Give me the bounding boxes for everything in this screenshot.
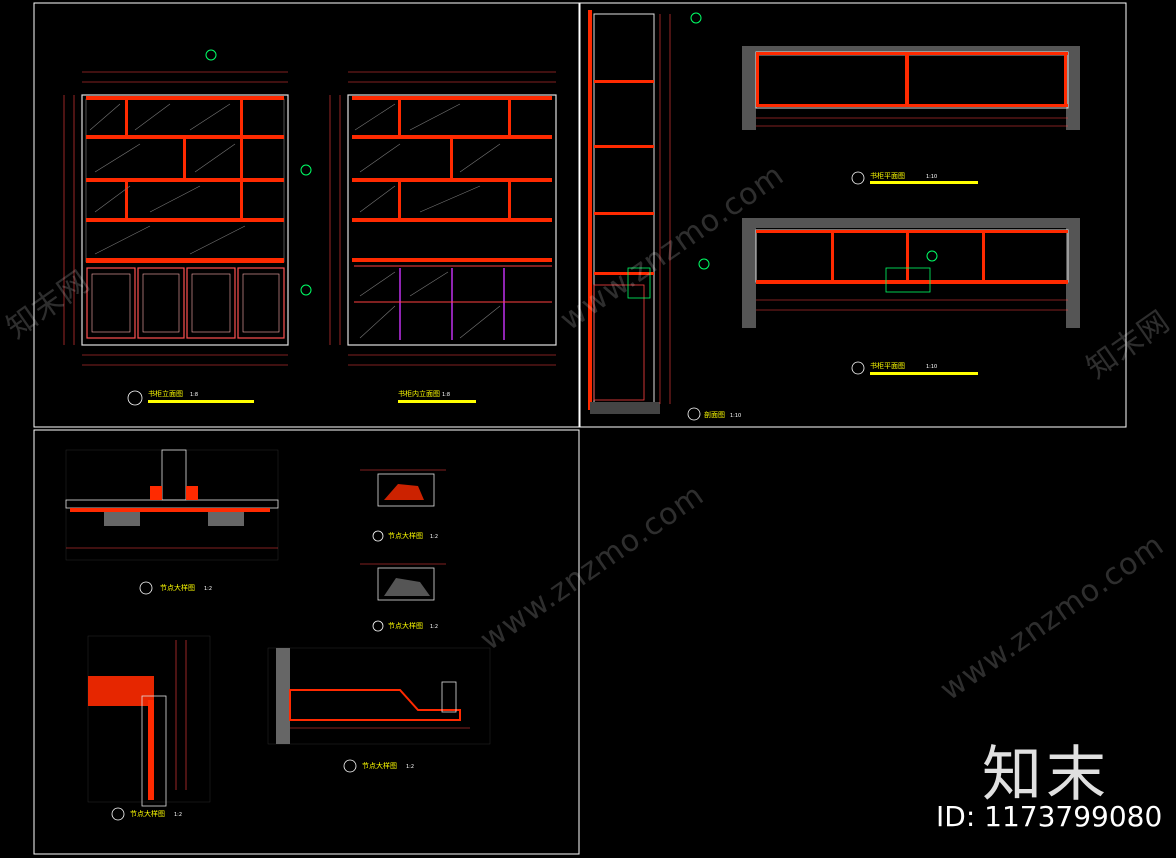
bottom-plan-title-block: 书柜平面图 1:10 xyxy=(851,361,978,375)
front-elevation-title-block: 书柜立面图 1:8 xyxy=(127,389,254,406)
section-view xyxy=(588,10,710,414)
node-detail-4 xyxy=(87,635,211,807)
node-detail-3-title-block: 节点大样图 1:2 xyxy=(372,620,438,632)
inner-elevation-scale: 1:8 xyxy=(442,392,450,398)
top-plan-scale: 1:10 xyxy=(926,174,937,180)
top-plan-title-block: 书柜平面图 1:10 xyxy=(851,171,978,185)
front-elevation xyxy=(63,49,312,366)
inner-elevation xyxy=(329,71,557,366)
inner-elevation-title-block: 书柜内立面图 1:8 xyxy=(398,389,476,403)
brand-logo: 知末 xyxy=(982,740,1110,810)
node4-scale: 1:2 xyxy=(174,812,182,818)
front-elevation-scale: 1:8 xyxy=(190,392,198,398)
node1-scale: 1:2 xyxy=(204,586,212,592)
node-detail-1 xyxy=(65,449,279,561)
node5-scale: 1:2 xyxy=(406,764,414,770)
node-detail-2 xyxy=(360,469,446,507)
node3-title: 节点大样图 xyxy=(388,621,423,630)
section-title-block: 剖面图 1:10 xyxy=(687,407,741,421)
bottom-plan-title: 书柜平面图 xyxy=(870,361,905,370)
node3-scale: 1:2 xyxy=(430,624,438,630)
node-detail-3 xyxy=(360,563,446,601)
section-title: 剖面图 xyxy=(704,410,725,419)
node5-title: 节点大样图 xyxy=(362,761,397,770)
bottom-plan-scale: 1:10 xyxy=(926,364,937,370)
sheet-frame-top-left xyxy=(33,2,580,428)
node-detail-5 xyxy=(267,647,491,745)
sheet-frame-top-right xyxy=(579,2,1127,428)
node2-title: 节点大样图 xyxy=(388,531,423,540)
top-plan-view xyxy=(742,46,1080,130)
node1-title: 节点大样图 xyxy=(160,583,195,592)
top-plan-title: 书柜平面图 xyxy=(870,171,905,180)
node-detail-4-title-block: 节点大样图 1:2 xyxy=(111,807,182,821)
node-detail-2-title-block: 节点大样图 1:2 xyxy=(372,530,438,542)
front-elevation-title: 书柜立面图 xyxy=(148,389,183,398)
node2-scale: 1:2 xyxy=(430,534,438,540)
inner-elevation-title: 书柜内立面图 xyxy=(398,389,440,398)
id-label: ID: 1173799080 xyxy=(936,800,1163,833)
sheet-frame-bottom-left xyxy=(33,429,580,855)
section-scale: 1:10 xyxy=(730,413,741,419)
node-detail-1-title-block: 节点大样图 1:2 xyxy=(139,581,212,595)
node4-title: 节点大样图 xyxy=(130,809,165,818)
bottom-plan-view xyxy=(742,218,1080,328)
node-detail-5-title-block: 节点大样图 1:2 xyxy=(343,759,414,773)
